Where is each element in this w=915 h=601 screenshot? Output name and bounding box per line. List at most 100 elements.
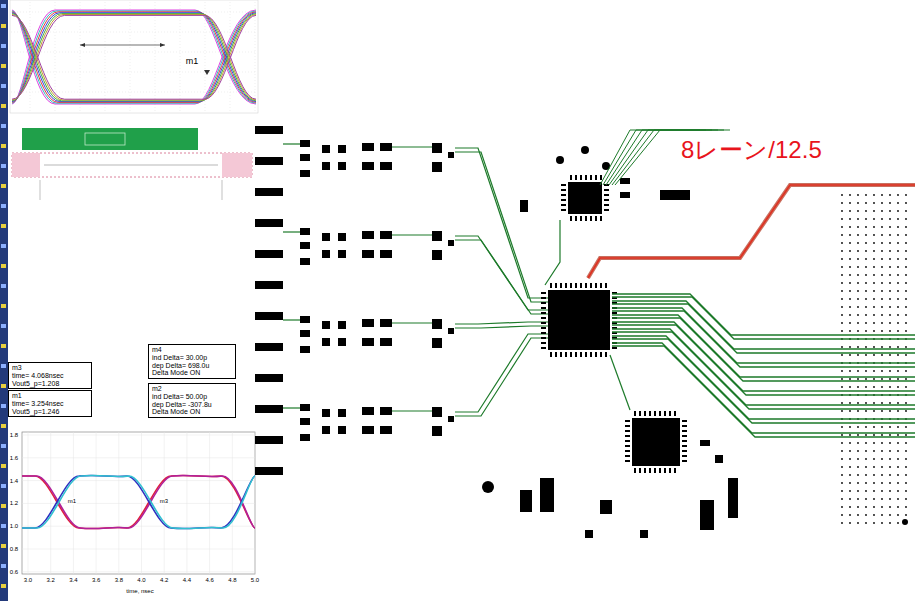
pad <box>338 162 346 170</box>
via-dot <box>889 402 891 404</box>
ic-pin <box>639 468 641 473</box>
via-dot <box>849 450 851 452</box>
grid-line <box>80 2 81 111</box>
trace <box>283 319 300 320</box>
via-dot <box>889 426 891 428</box>
strip-icon <box>1 144 6 148</box>
via-dot <box>849 522 851 524</box>
via-dot <box>857 330 859 332</box>
ic-pin <box>570 175 572 180</box>
via-dot <box>865 250 867 252</box>
pad <box>432 319 442 329</box>
via-dot <box>881 346 883 348</box>
screen-strip <box>0 0 8 601</box>
via-dot <box>841 266 843 268</box>
via-dot <box>857 282 859 284</box>
via-dot <box>897 298 899 300</box>
grid-line <box>50 432 51 574</box>
via-dot <box>865 274 867 276</box>
via-dot <box>865 474 867 476</box>
via-dot <box>865 266 867 268</box>
via-dot <box>905 490 907 492</box>
strip-icon <box>1 64 6 68</box>
strip-icon <box>1 4 6 8</box>
strip-icon <box>1 344 6 348</box>
arrow-head <box>80 43 165 47</box>
via-dot <box>897 490 899 492</box>
ic-pin <box>649 468 651 473</box>
via-dot <box>897 354 899 356</box>
via-dot <box>881 242 883 244</box>
via-dot <box>865 346 867 348</box>
via-dot <box>849 314 851 316</box>
strip-icon <box>1 444 6 448</box>
ic-pin <box>541 322 546 324</box>
via-dot <box>905 194 907 196</box>
via-dot <box>841 194 843 196</box>
diff-trace <box>612 336 915 419</box>
via-dot <box>881 234 883 236</box>
eye-trace <box>12 14 256 101</box>
dashed-window <box>12 153 252 177</box>
connector-pad <box>255 250 283 258</box>
ic-pin <box>625 440 630 442</box>
via-dot <box>889 346 891 348</box>
trace <box>283 407 300 408</box>
via-dot <box>873 330 875 332</box>
via-dot <box>889 226 891 228</box>
strip-icon <box>1 44 6 48</box>
via-dot <box>841 442 843 444</box>
readout-line: ind Delta= 50.00p <box>152 393 232 401</box>
pad <box>300 242 310 249</box>
via-dot <box>881 466 883 468</box>
via-dot <box>905 250 907 252</box>
x-tick: 4.0 <box>136 577 146 584</box>
via-dot <box>881 226 883 228</box>
via-dot <box>873 514 875 516</box>
via-dot <box>905 474 907 476</box>
ic-pin <box>682 455 687 457</box>
via-dot <box>889 194 891 196</box>
via-dot <box>889 282 891 284</box>
via-dot <box>873 274 875 276</box>
readout-line: Delta Mode ON <box>152 369 232 377</box>
via-dot <box>865 202 867 204</box>
ic-pin <box>625 430 630 432</box>
ic-pin <box>625 435 630 437</box>
via-dot <box>865 194 867 196</box>
ic-pin <box>565 283 567 288</box>
via <box>482 481 494 493</box>
via-dot <box>841 506 843 508</box>
eye-trace <box>12 10 256 104</box>
ic-pin <box>600 175 602 180</box>
via-dot <box>889 258 891 260</box>
ic-pin <box>625 445 630 447</box>
pad <box>380 231 392 239</box>
via-dot <box>905 274 907 276</box>
via-dot <box>857 506 859 508</box>
via-dot <box>857 266 859 268</box>
via-dot <box>905 314 907 316</box>
ic-pin <box>585 175 587 180</box>
trace <box>610 355 630 410</box>
via-dot <box>873 402 875 404</box>
via-dot <box>865 322 867 324</box>
via-dot <box>881 458 883 460</box>
ic-pin <box>561 189 566 191</box>
via-dot <box>897 474 899 476</box>
via-dot <box>857 218 859 220</box>
eye-trace <box>12 11 256 103</box>
eye-trace <box>12 10 256 104</box>
via-dot <box>849 506 851 508</box>
via-dot <box>897 314 899 316</box>
via-dot <box>881 474 883 476</box>
via-dot <box>841 290 843 292</box>
via-dot <box>881 426 883 428</box>
pad <box>362 319 374 327</box>
via-dot <box>841 354 843 356</box>
via-dot <box>857 378 859 380</box>
via-dot <box>865 378 867 380</box>
y-tick: 1.4 <box>9 477 19 484</box>
connector-pad <box>255 312 283 320</box>
pad <box>338 250 346 258</box>
